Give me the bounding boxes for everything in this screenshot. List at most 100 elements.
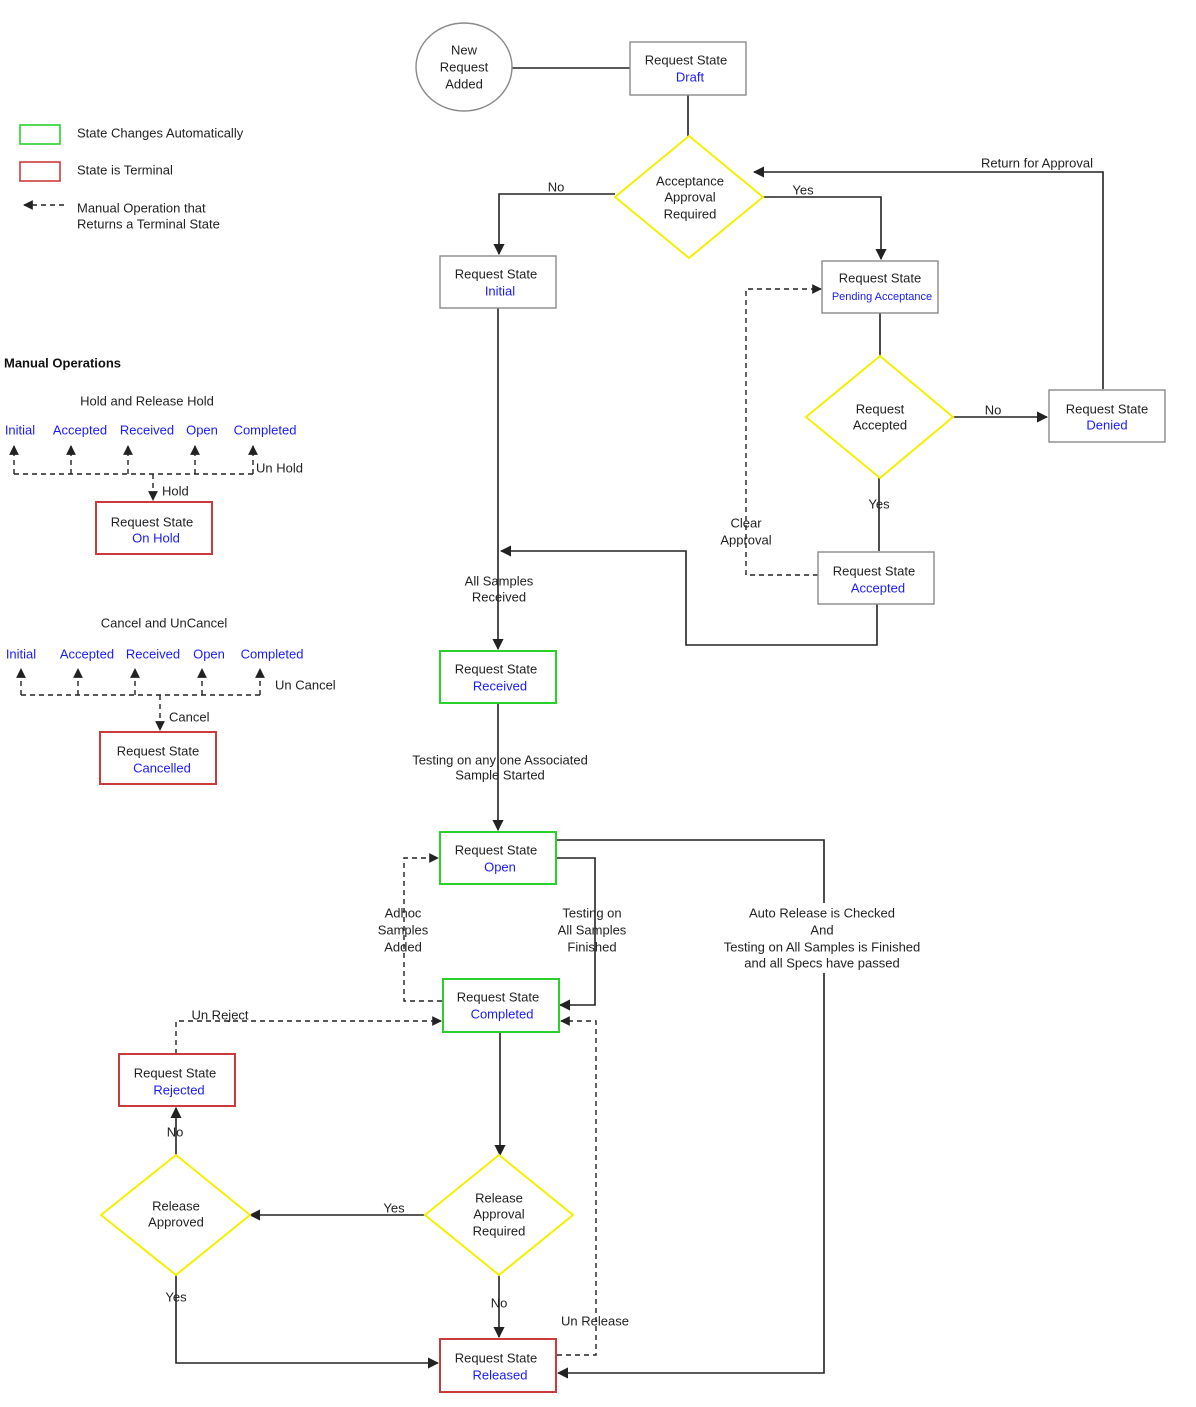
label-no-denied: No — [985, 402, 1002, 417]
draft-title: Request State — [645, 52, 727, 67]
label-testing-any-1: Testing on any one Associated — [412, 752, 588, 767]
start-text-3: Added — [445, 76, 483, 91]
released-state: Released — [473, 1367, 528, 1382]
legend-auto-label: State Changes Automatically — [77, 125, 244, 140]
label-no-released: No — [491, 1295, 508, 1310]
rejected-title: Request State — [134, 1065, 216, 1080]
connectors — [170, 67, 1104, 1379]
release-decision-text-1: Release — [475, 1190, 523, 1205]
legend-terminal-swatch — [19, 161, 61, 182]
completed-title: Request State — [457, 989, 539, 1004]
state-initial: Request State Initial — [439, 255, 557, 309]
start-node: New Request Added — [415, 22, 513, 112]
label-clear-approval-2: Approval — [720, 532, 771, 547]
state-open: Request State Open — [439, 831, 557, 885]
state-denied: Request State Denied — [1048, 389, 1166, 443]
state-received: Request State Received — [439, 650, 557, 704]
initial-title: Request State — [455, 266, 537, 281]
pending-state: Pending Acceptance — [832, 291, 932, 303]
cancel-target-initial: Initial — [6, 646, 36, 661]
on-hold-title: Request State — [111, 514, 193, 529]
legend-terminal-label: State is Terminal — [77, 162, 173, 177]
request-accepted-decision: Request Accepted — [804, 354, 955, 480]
legend-manual-label-1: Manual Operation that — [77, 200, 206, 215]
start-text-2: Request — [440, 59, 489, 74]
label-yes-release-approved: Yes — [383, 1200, 405, 1215]
legend: State Changes Automatically State is Ter… — [19, 124, 244, 231]
hold-section: Hold and Release Hold Initial Accepted R… — [5, 393, 303, 555]
label-auto-release-3: Testing on All Samples is Finished — [724, 939, 921, 954]
label-yes-released: Yes — [165, 1289, 187, 1304]
state-on-hold-box — [95, 501, 213, 555]
initial-state: Initial — [485, 283, 515, 298]
release-approved-decision: Release Approved — [99, 1153, 252, 1277]
acceptance-text-1: Acceptance — [656, 173, 724, 188]
acceptance-text-3: Required — [664, 206, 717, 221]
label-un-release: Un Release — [561, 1313, 629, 1328]
acceptance-approval-decision: Acceptance Approval Required — [613, 134, 765, 260]
hold-title: Hold and Release Hold — [80, 393, 214, 408]
state-released: Request State Released — [439, 1338, 557, 1393]
label-testing-all-3: Finished — [567, 939, 616, 954]
denied-state: Denied — [1086, 417, 1127, 432]
release-decision-text-2: Approval — [473, 1206, 524, 1221]
hold-target-accepted: Accepted — [53, 422, 107, 437]
label-all-samples-received-1: All Samples — [465, 573, 534, 588]
uncancel-label: Un Cancel — [275, 677, 336, 692]
label-no-initial: No — [548, 179, 565, 194]
cancel-section: Cancel and UnCancel Initial Accepted Rec… — [6, 615, 336, 785]
hold-target-initial: Initial — [5, 422, 35, 437]
start-text-1: New — [451, 42, 478, 57]
label-auto-release-4: and all Specs have passed — [744, 955, 899, 970]
label-auto-release-2: And — [810, 922, 833, 937]
received-title: Request State — [455, 661, 537, 676]
accepted-decision-text-1: Request — [856, 401, 905, 416]
unhold-label: Un Hold — [256, 460, 303, 475]
state-rejected: Request State Rejected — [118, 1053, 236, 1107]
cancel-label: Cancel — [169, 709, 210, 724]
completed-state: Completed — [471, 1006, 534, 1021]
state-cancelled-box — [99, 731, 217, 785]
cancel-target-received: Received — [126, 646, 180, 661]
denied-title: Request State — [1066, 401, 1148, 416]
label-un-reject: Un Reject — [191, 1007, 248, 1022]
release-decision-text-3: Required — [473, 1223, 526, 1238]
rejected-state: Rejected — [153, 1082, 204, 1097]
manual-operations-title: Manual Operations — [4, 355, 121, 370]
pending-title: Request State — [839, 270, 921, 285]
released-title: Request State — [455, 1350, 537, 1365]
release-approval-decision: Release Approval Required — [423, 1153, 575, 1277]
received-state: Received — [473, 678, 527, 693]
acceptance-text-2: Approval — [664, 189, 715, 204]
legend-auto-swatch — [19, 124, 61, 145]
label-adhoc-1: Adhoc — [385, 905, 422, 920]
draft-state: Draft — [676, 69, 705, 84]
state-pending-acceptance: Request State Pending Acceptance — [821, 260, 939, 314]
state-draft: Request State Draft — [629, 41, 747, 96]
label-auto-release-1: Auto Release is Checked — [749, 905, 895, 920]
accepted-state: Accepted — [851, 580, 905, 595]
state-completed: Request State Completed — [442, 978, 560, 1033]
cancel-title: Cancel and UnCancel — [101, 615, 228, 630]
cancel-target-completed: Completed — [241, 646, 304, 661]
cancelled-state: Cancelled — [133, 760, 191, 775]
accepted-decision-text-2: Accepted — [853, 417, 907, 432]
accepted-title: Request State — [833, 563, 915, 578]
cancel-target-open: Open — [193, 646, 225, 661]
label-clear-approval-1: Clear — [730, 515, 762, 530]
cancel-target-accepted: Accepted — [60, 646, 114, 661]
label-return-for-approval: Return for Approval — [981, 155, 1093, 170]
open-state: Open — [484, 859, 516, 874]
legend-manual-label-2: Returns a Terminal State — [77, 216, 220, 231]
hold-target-completed: Completed — [234, 422, 297, 437]
label-yes-pending: Yes — [792, 182, 814, 197]
release-approved-text-2: Approved — [148, 1214, 204, 1229]
label-yes-accepted: Yes — [868, 496, 890, 511]
label-adhoc-3: Added — [384, 939, 422, 954]
hold-target-received: Received — [120, 422, 174, 437]
label-testing-all-2: All Samples — [558, 922, 627, 937]
label-testing-all-1: Testing on — [562, 905, 621, 920]
label-testing-any-2: Sample Started — [455, 767, 545, 782]
on-hold-state: On Hold — [132, 530, 180, 545]
